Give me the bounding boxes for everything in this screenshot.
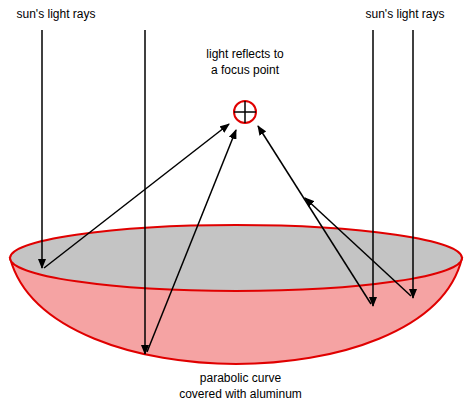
ray-label: sun's light rays: [16, 6, 96, 22]
focus-point: [234, 101, 256, 123]
focus-label: light reflects to a focus point: [206, 46, 284, 78]
light-rays: [42, 30, 413, 354]
ray-label: sun's light rays: [365, 6, 445, 22]
dish-label: parabolic curve covered with aluminum: [179, 370, 302, 402]
